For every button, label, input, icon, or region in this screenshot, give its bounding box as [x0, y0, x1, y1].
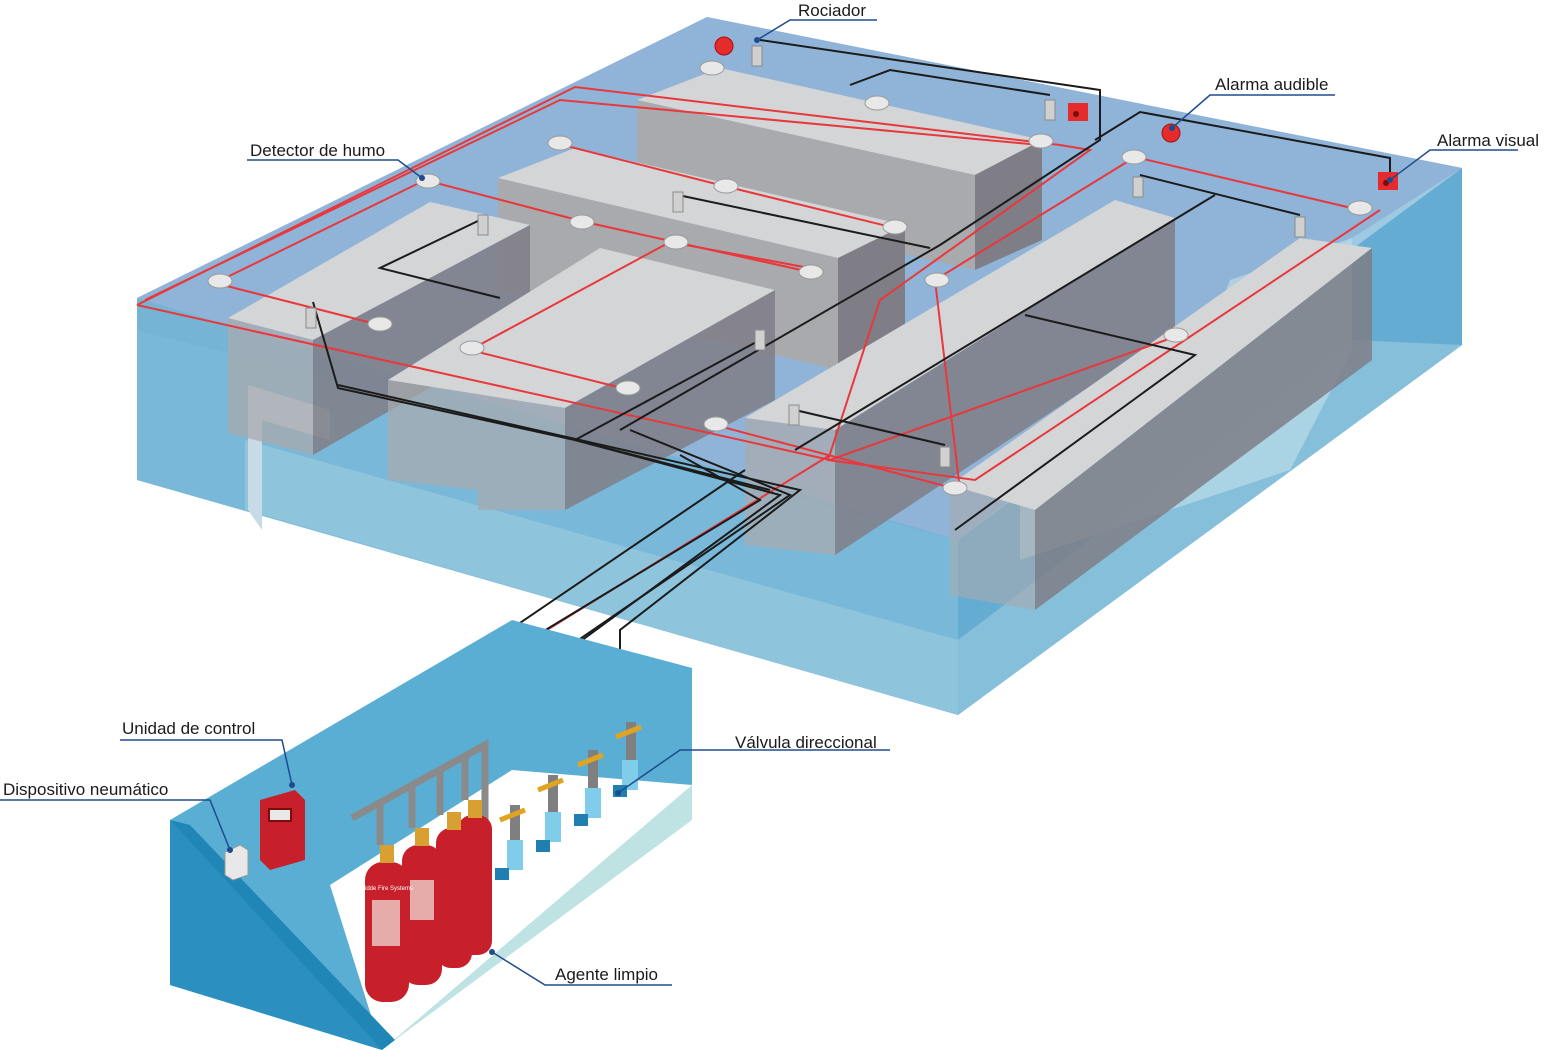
- sprinkler-icon: [305, 307, 317, 329]
- smoke-detector-icon: [1028, 133, 1054, 149]
- directional-valves: [495, 722, 642, 880]
- smoke-detector-icon: [864, 95, 890, 111]
- control-unit-label: Unidad de control: [122, 719, 256, 738]
- callout-dot: [615, 790, 621, 796]
- smoke-detector-icon: [547, 135, 573, 151]
- smoke-detector-label: Detector de humo: [250, 141, 386, 160]
- smoke-detector-icon: [663, 234, 689, 250]
- leader-line: [491, 951, 672, 986]
- detection-loop: [1134, 156, 1361, 211]
- smoke-detector-icon: [569, 214, 595, 230]
- control-unit: [260, 790, 305, 870]
- sprinkler-icon: [672, 191, 684, 213]
- directional-valve-icon: [495, 805, 526, 880]
- rack-block: [745, 200, 1175, 555]
- sprinkler-icon: [1294, 216, 1306, 238]
- detection-loop: [144, 98, 1041, 301]
- callout-dot: [419, 175, 425, 181]
- callout-dot: [489, 949, 495, 955]
- cylinder-brand-text: Kidde Fire Systems: [361, 886, 413, 892]
- cylinder-room: Kidde Fire Systems: [170, 620, 692, 1050]
- control-line: [312, 301, 576, 441]
- smoke-detector-icon: [882, 219, 908, 235]
- clean-agent-cylinders: Kidde Fire Systems: [361, 800, 492, 1002]
- smoke-detector-icon: [1163, 327, 1189, 343]
- detection-loop: [469, 349, 631, 391]
- detection-loop: [714, 424, 961, 491]
- leader-line: [756, 19, 877, 41]
- cylinder-room-front-edge: [170, 820, 395, 1050]
- smoke-detector-icon: [703, 416, 729, 432]
- rack-block: [950, 238, 1372, 610]
- directional-valve-icon: [536, 775, 564, 852]
- smoke-detector-icon: [798, 264, 824, 280]
- cylinder-icon: [436, 812, 472, 968]
- sprinkler-label: Rociador: [798, 1, 867, 20]
- sprinkler-icon: [751, 45, 763, 67]
- leader-line: [1171, 94, 1335, 129]
- visual-alarm-label: Alarma visual: [1437, 131, 1540, 150]
- control-line: [849, 68, 1051, 96]
- pneumatic-device: [224, 844, 249, 881]
- cylinder-icon: [402, 828, 442, 985]
- detection-loop: [214, 282, 381, 326]
- directional-valve-icon: [574, 750, 604, 826]
- detection-loop: [136, 85, 1381, 482]
- sprinkler-icon: [1132, 176, 1144, 198]
- control-line: [1139, 174, 1301, 216]
- callout-dot: [227, 847, 233, 853]
- callout-dot: [1387, 177, 1393, 183]
- smoke-detector-icon: [699, 60, 725, 76]
- sprinkler-icon: [939, 446, 951, 468]
- control-line: [677, 194, 931, 249]
- smoke-detector-icon: [459, 340, 485, 356]
- cylinder-icon: Kidde Fire Systems: [361, 845, 413, 1002]
- callout-leaders: [0, 19, 1518, 986]
- callout-dot: [289, 782, 295, 788]
- clean-agent-label: Agente limpio: [555, 965, 659, 984]
- sprinkler-icon: [788, 404, 800, 426]
- smoke-detector-icon: [924, 272, 950, 288]
- smoke-detector-icon: [713, 178, 739, 194]
- sprinkler-icon: [754, 329, 766, 351]
- sprinkler-icon: [477, 214, 489, 236]
- smoke-detector-icon: [615, 380, 641, 396]
- control-line: [619, 39, 1101, 431]
- control-line: [377, 219, 501, 299]
- audible-alarm-icon: [714, 36, 734, 56]
- room-devices: [207, 36, 1398, 496]
- smoke-detector-icon: [942, 480, 968, 496]
- control-line: [1094, 110, 1391, 175]
- leader-line: [1389, 149, 1518, 181]
- cylinder-room-right-wall: [382, 785, 692, 1050]
- audible-alarm-label: Alarma audible: [1215, 75, 1329, 94]
- leader-line: [0, 799, 231, 851]
- callout-dot: [1169, 125, 1175, 131]
- control-line: [954, 314, 1198, 531]
- leader-line: [247, 159, 423, 179]
- smoke-detector-icon: [207, 273, 233, 289]
- smoke-detector-icon: [367, 316, 393, 332]
- callout-dot: [754, 37, 760, 43]
- control-line: [794, 409, 946, 446]
- detection-loop: [136, 304, 1181, 462]
- smoke-detector-icon: [1121, 149, 1147, 165]
- audible-alarm-icon: [1161, 123, 1181, 143]
- leader-line: [617, 749, 890, 794]
- smoke-detector-icon: [1347, 200, 1373, 216]
- sprinkler-icon: [1044, 99, 1056, 121]
- control-line: [794, 194, 1216, 451]
- pneumatic-device-label: Dispositivo neumático: [3, 780, 169, 799]
- directional-valve-label: Válvula direccional: [735, 733, 877, 752]
- leader-line: [120, 739, 293, 786]
- visual-alarm-icon: [1068, 103, 1088, 121]
